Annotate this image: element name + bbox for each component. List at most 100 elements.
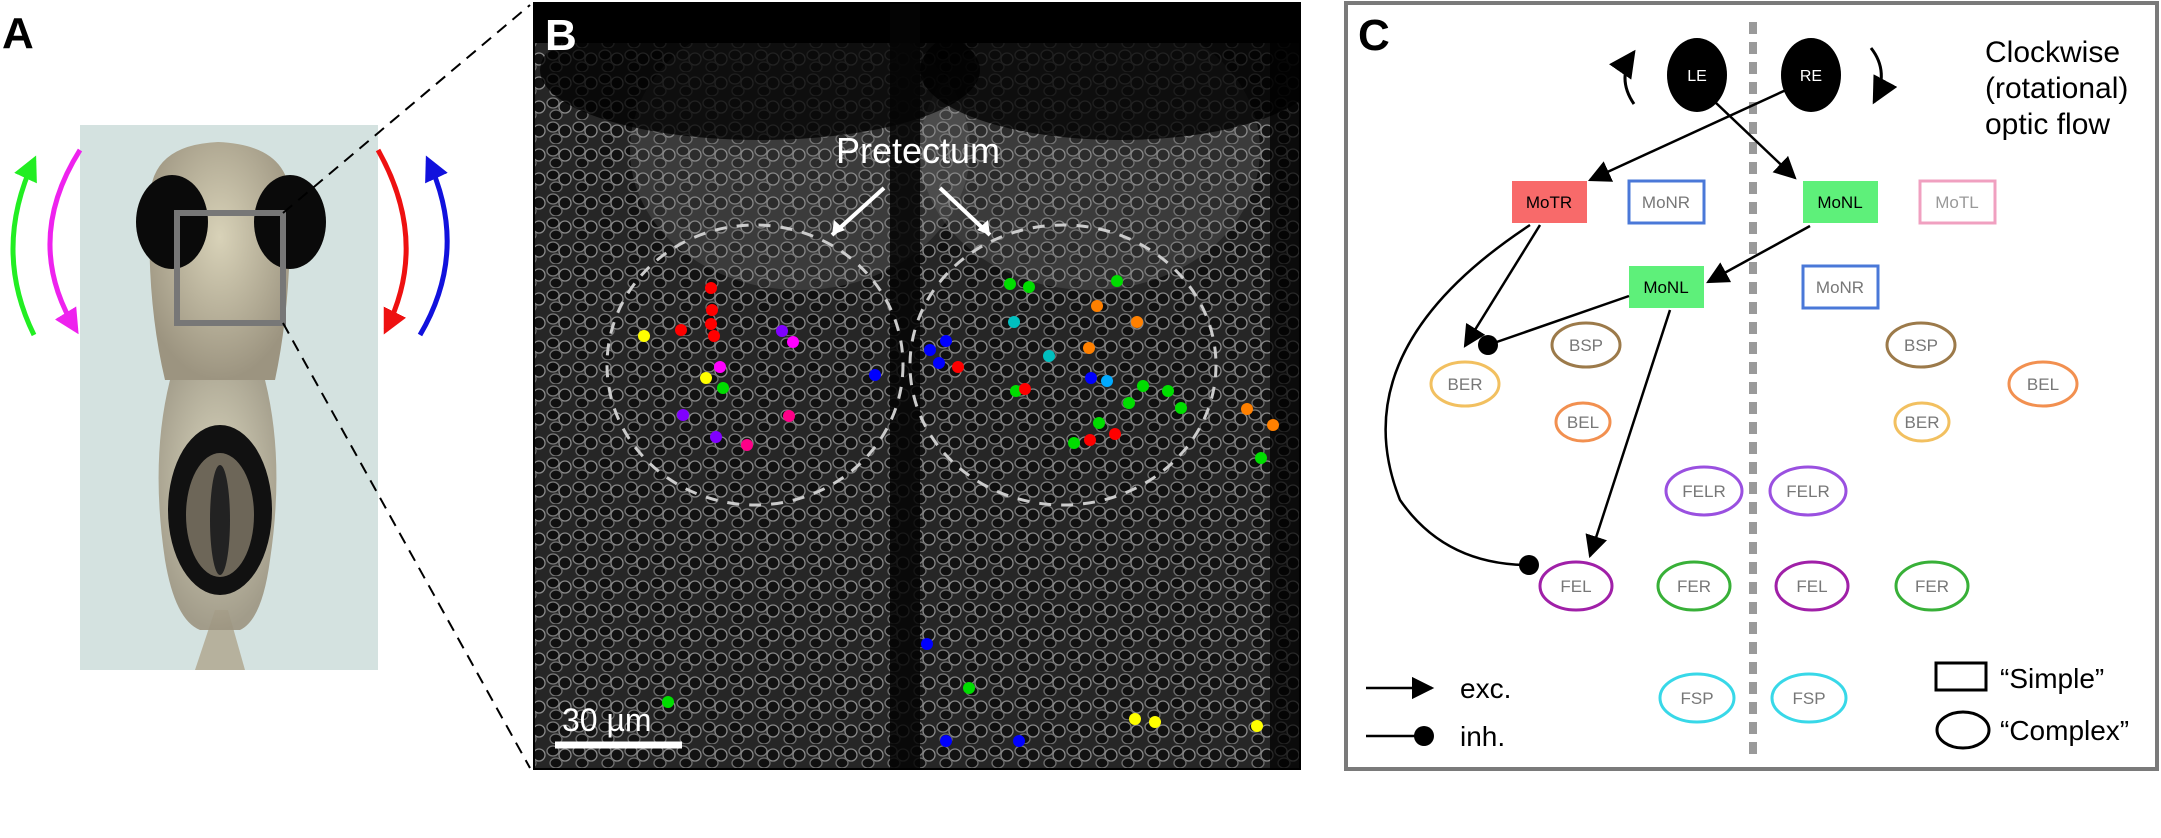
node-monl-right-label: MoNL xyxy=(1817,193,1862,212)
panel-c: C LE RE Clockwise (rotational) optic flo… xyxy=(1344,1,2159,771)
legend-simple-symbol xyxy=(1934,661,1988,692)
cell-marker xyxy=(933,357,945,369)
cell-marker xyxy=(940,335,952,347)
node-ber-left xyxy=(1429,360,1501,408)
right-eye-node xyxy=(1781,38,1841,112)
node-fsp-left xyxy=(1658,672,1736,724)
node-bel-right-label: BEL xyxy=(2027,375,2059,394)
node-felr-right-label: FELR xyxy=(1786,482,1829,501)
node-monr-right xyxy=(1801,264,1880,310)
zoom-line-bottom xyxy=(282,322,531,769)
node-ber-right xyxy=(1893,401,1951,443)
cell-marker xyxy=(776,325,788,337)
cell-marker xyxy=(700,372,712,384)
cell-marker xyxy=(1111,275,1123,287)
node-monl-right xyxy=(1803,181,1878,223)
node-bsp-left xyxy=(1550,321,1622,369)
zoom-box xyxy=(174,210,286,326)
node-felr-right xyxy=(1768,465,1848,517)
node-fer-left-label: FER xyxy=(1677,577,1711,596)
node-fel-right xyxy=(1774,560,1850,612)
cell-marker xyxy=(952,361,964,373)
node-fer-right-label: FER xyxy=(1915,577,1949,596)
stimulus-line-1: Clockwise xyxy=(1985,36,2120,69)
cell-marker xyxy=(787,336,799,348)
pretectum-label: Pretectum xyxy=(836,130,1000,171)
larva-image xyxy=(136,142,326,670)
right-eye-label: RE xyxy=(1800,68,1822,85)
cell-marker xyxy=(1162,385,1174,397)
panel-a-label: A xyxy=(2,9,34,58)
legend-complex-symbol xyxy=(1935,710,1991,750)
cell-marker xyxy=(1093,417,1105,429)
edge-monl-inhibits-ber xyxy=(1478,294,1630,355)
cell-marker xyxy=(1109,428,1121,440)
cell-marker xyxy=(717,382,729,394)
cell-marker xyxy=(710,431,722,443)
node-bel-left-label: BEL xyxy=(1567,413,1599,432)
cell-marker xyxy=(708,330,720,342)
cell-marker xyxy=(1267,419,1279,431)
legend-simple-label: “Simple” xyxy=(2000,663,2104,694)
left-eye-rotation-arrow xyxy=(1609,49,1636,105)
zoom-line-top xyxy=(282,4,531,214)
edge-le-to-monl xyxy=(1714,101,1797,180)
cell-marker xyxy=(675,324,687,336)
cell-markers xyxy=(638,275,1279,747)
node-fer-right xyxy=(1894,560,1970,612)
cell-marker xyxy=(1255,452,1267,464)
edge-motr-inhibits-fel xyxy=(1384,223,1539,575)
node-motr xyxy=(1512,181,1587,223)
edge-motr-to-ber xyxy=(1463,224,1542,348)
panel-c-label: C xyxy=(1358,11,1390,60)
cell-marker xyxy=(1023,281,1035,293)
cell-marker xyxy=(705,318,717,330)
pretectum-outline-right xyxy=(908,223,1218,507)
node-ber-right-label: BER xyxy=(1905,413,1940,432)
cell-marker xyxy=(1084,434,1096,446)
cell-marker xyxy=(1149,716,1161,728)
cell-marker xyxy=(1137,380,1149,392)
node-bsp-right xyxy=(1885,321,1957,369)
connections xyxy=(1384,88,1811,575)
green-rotation-arrow xyxy=(10,155,37,337)
blue-rotation-arrow xyxy=(417,155,450,337)
legend-excitatory-label: exc. xyxy=(1460,673,1511,704)
left-eye-node xyxy=(1667,38,1727,112)
cell-marker xyxy=(677,409,689,421)
node-bel-left xyxy=(1554,401,1612,443)
node-fel-right-label: FEL xyxy=(1796,577,1827,596)
cell-marker xyxy=(1013,735,1025,747)
node-fsp-right-label: FSP xyxy=(1792,689,1825,708)
cell-marker xyxy=(1251,720,1263,732)
right-eye xyxy=(254,175,326,269)
cell-marker xyxy=(1241,403,1253,415)
cell-marker xyxy=(1043,350,1055,362)
left-eye-label: LE xyxy=(1687,68,1707,85)
cell-marker xyxy=(1010,385,1022,397)
cell-marker xyxy=(1129,713,1141,725)
cell-marker xyxy=(963,682,975,694)
cell-marker xyxy=(1091,300,1103,312)
edge-re-to-motr xyxy=(1587,88,1787,182)
cell-marker xyxy=(1131,316,1143,328)
node-bel-right xyxy=(2007,360,2079,408)
node-felr-left-label: FELR xyxy=(1682,482,1725,501)
cell-marker xyxy=(714,361,726,373)
legend: exc. inh. “Simple” “Complex” xyxy=(1366,661,2129,752)
node-motr-label: MoTR xyxy=(1526,193,1572,212)
stimulus-line-3: optic flow xyxy=(1985,108,2110,141)
legend-complex-label: “Complex” xyxy=(2000,715,2129,746)
panel-c-frame xyxy=(1344,1,2159,771)
cell-marker xyxy=(869,369,881,381)
cell-marker xyxy=(741,439,753,451)
cell-marker xyxy=(783,410,795,422)
cell-marker xyxy=(921,638,933,650)
cell-marker xyxy=(1123,397,1135,409)
node-bsp-left-label: BSP xyxy=(1569,336,1603,355)
pretectum-outline-left xyxy=(605,223,905,507)
magenta-rotation-arrow xyxy=(47,148,83,335)
cell-marker xyxy=(1019,383,1031,395)
cell-marker xyxy=(1175,402,1187,414)
